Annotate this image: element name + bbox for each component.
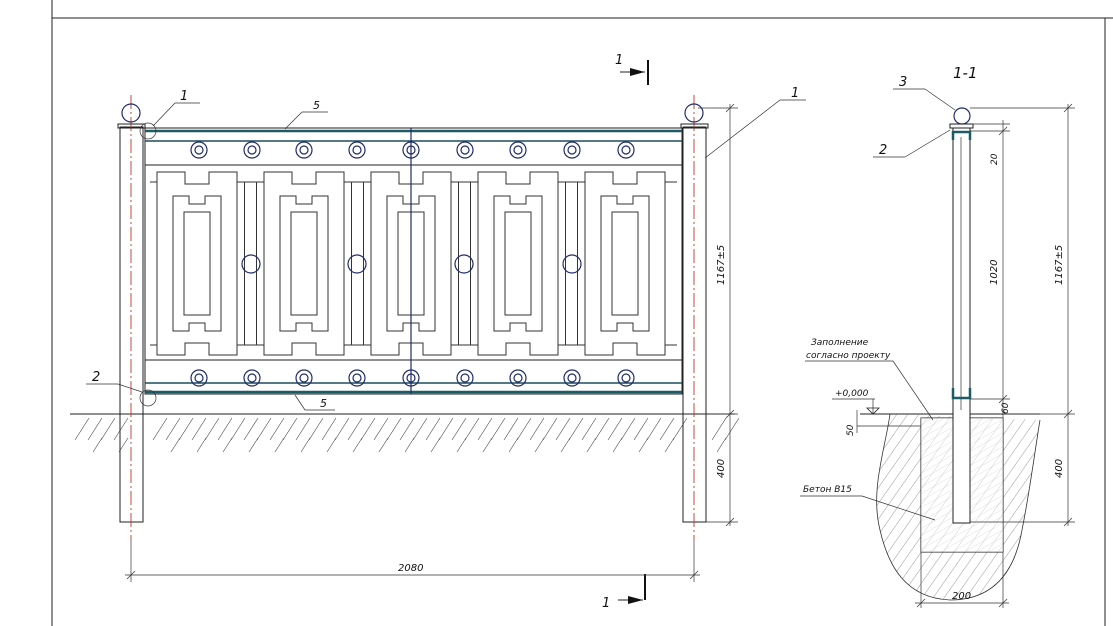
lattice-module: [370, 171, 452, 356]
cut-label-top: 1: [615, 53, 623, 68]
ring-ornament: [295, 369, 313, 387]
svg-text:2: 2: [92, 370, 100, 385]
front-height-dimension: 1167±5 400: [698, 103, 738, 527]
callout-front-right: 1: [704, 86, 806, 159]
ring-ornament: [402, 369, 420, 387]
fill-note-line2: согласно проекту: [806, 351, 891, 361]
middle-circle-ornament: [241, 254, 261, 274]
ring-ornament: [348, 369, 366, 387]
ring-ornament: [243, 369, 261, 387]
section-height-dimension: 1167±5 400: [970, 103, 1075, 527]
section-concrete-step-dimension: 50: [846, 410, 921, 436]
middle-circle-row: [241, 254, 582, 274]
front-width-dimension: 2080: [125, 540, 700, 582]
section-top-gap-label: 20: [990, 153, 1000, 165]
callout-section-post: 2: [873, 129, 951, 158]
svg-text:1: 1: [180, 89, 188, 104]
ring-ornament: [509, 141, 527, 159]
lattice-module: [477, 171, 559, 356]
section-step-label: 50: [846, 424, 856, 436]
section-width-dimension: 200: [915, 552, 1009, 608]
ring-ornament: [617, 369, 635, 387]
bottom-ring-row: [190, 369, 635, 387]
ring-ornament: [509, 369, 527, 387]
section-inner-label: 1020: [989, 260, 1000, 285]
svg-text:5: 5: [320, 397, 327, 410]
right-post: [680, 95, 709, 540]
section-cut-top: 1: [615, 53, 649, 85]
ring-ornament: [190, 369, 208, 387]
concrete-note: Бетон В15: [800, 485, 936, 521]
top-ring-row: [190, 141, 635, 159]
section-embed-label: 400: [1054, 459, 1065, 478]
lattice-module: [156, 171, 238, 356]
section-cut-bottom: 1: [602, 574, 646, 611]
middle-circle-ornament: [347, 254, 367, 274]
ring-ornament: [617, 141, 635, 159]
front-height-label: 1167±5: [716, 245, 727, 285]
svg-text:2: 2: [879, 143, 887, 158]
svg-text:5: 5: [313, 99, 320, 112]
section-height-label: 1167±5: [1054, 245, 1065, 285]
fill-note-line1: Заполнение: [811, 338, 869, 348]
callout-front-top-left: 1: [139, 89, 200, 140]
left-post: [117, 95, 146, 540]
fence-panel: [144, 127, 683, 395]
lattice-module: [584, 171, 666, 356]
ring-ornament: [295, 141, 313, 159]
fill-note: Заполнение согласно проекту: [805, 338, 934, 421]
cut-label-bottom: 1: [602, 596, 610, 611]
section-bottom-gap-label: 60: [1001, 402, 1011, 414]
callout-front-bottom-left: 2: [86, 370, 157, 407]
ring-ornament: [348, 141, 366, 159]
section-width-label: 200: [952, 591, 971, 602]
svg-text:3: 3: [899, 75, 907, 90]
ring-ornament: [190, 141, 208, 159]
svg-text:1: 1: [791, 86, 799, 101]
ring-ornament: [456, 141, 474, 159]
ground-line: [70, 413, 740, 453]
ring-ornament: [456, 369, 474, 387]
lattice-module: [263, 171, 345, 356]
callout-section-cap: 3: [893, 75, 956, 111]
level-label: +0,000: [835, 389, 869, 399]
callout-front-rail-bottom: 5: [294, 394, 335, 411]
ring-ornament: [563, 141, 581, 159]
front-width-label: 2080: [398, 563, 423, 574]
front-embed-label: 400: [716, 459, 727, 478]
middle-circle-ornament: [454, 254, 474, 274]
lattice-pattern: [150, 171, 677, 356]
middle-circle-ornament: [562, 254, 582, 274]
section-post: [952, 127, 971, 524]
callout-front-rail-top: 5: [284, 99, 328, 130]
section-inner-dimension: 20 1020 60: [970, 120, 1011, 418]
front-view: 1 1 1 5 1 2: [70, 53, 806, 611]
level-mark: +0,000: [832, 389, 880, 415]
sheet-frame: [51, 0, 1113, 626]
ring-ornament: [243, 141, 261, 159]
concrete-label: Бетон В15: [803, 485, 852, 495]
section-title: 1-1: [953, 64, 978, 82]
section-view: 1-1 3 2 Заполнение согласно проекту: [800, 64, 1075, 608]
ring-ornament: [563, 369, 581, 387]
ring-ornament: [402, 141, 420, 159]
